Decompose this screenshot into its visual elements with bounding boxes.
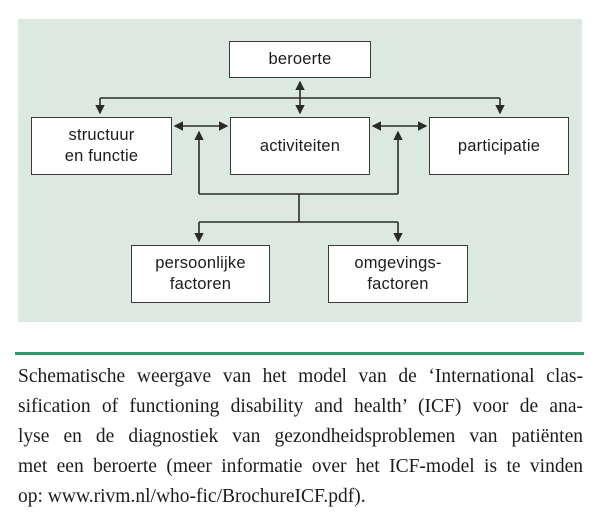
caption-line: Schematische weergave van het model van … xyxy=(18,366,583,387)
box-omgevings-factoren: omgevings- factoren xyxy=(328,245,468,303)
box-persoonlijke-label-line1: persoonlijke xyxy=(155,254,246,272)
box-persoonlijke-label-line2: factoren xyxy=(169,275,232,293)
box-participatie: participatie xyxy=(429,117,569,175)
box-structuur-label-line2: en functie xyxy=(64,147,139,165)
box-activiteiten-label: activiteiten xyxy=(259,136,341,155)
box-beroerte-label: beroerte xyxy=(268,50,332,68)
caption-line: met een beroerte (meer informatie over h… xyxy=(18,456,583,477)
caption-divider-rule xyxy=(15,352,584,355)
box-omgevings-label-line2: factoren xyxy=(367,275,429,293)
box-beroerte: beroerte xyxy=(229,41,371,78)
box-structuur-label-line1: structuur xyxy=(68,126,135,144)
box-activiteiten: activiteiten xyxy=(230,117,370,175)
box-persoonlijke-factoren: persoonlijke factoren xyxy=(131,245,270,303)
caption-line: lyse en de diagnostiek van gezondheidspr… xyxy=(18,426,583,447)
caption-line: op: www.rivm.nl/who-fic/BrochureICF.pdf)… xyxy=(18,486,366,507)
box-structuur-en-functie: structuur en functie xyxy=(31,117,172,175)
box-omgevings-label-line1: omgevings- xyxy=(354,254,442,272)
caption-line: sification of functioning disability and… xyxy=(18,396,583,417)
box-participatie-label: participatie xyxy=(457,136,541,155)
figure-caption: Schematische weergave van het model van … xyxy=(18,362,583,512)
